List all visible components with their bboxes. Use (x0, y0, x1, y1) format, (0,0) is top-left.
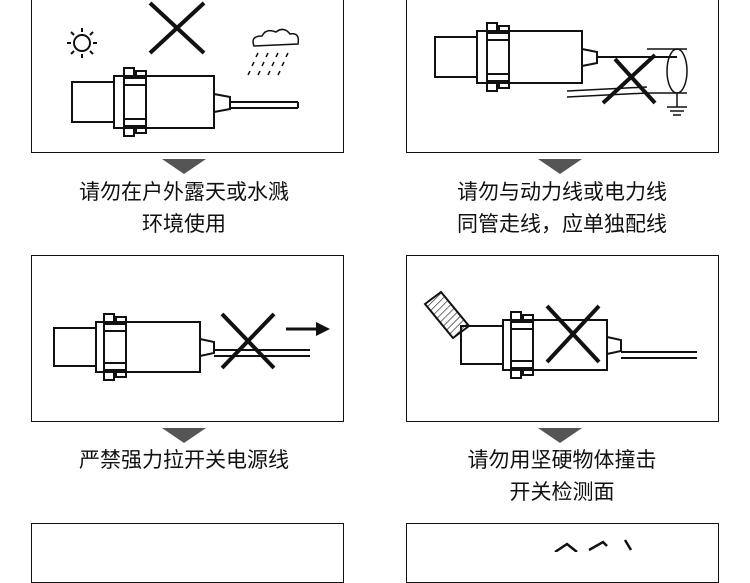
warning-caption-power-line: 请勿与动力线或电力线 同管走线，应单独配线 (457, 180, 667, 236)
prohibit-x-icon (613, 57, 657, 105)
down-arrow-icon (162, 428, 206, 443)
warning-panel-power-line (406, 0, 719, 153)
warning-caption-pull-cable: 严禁强力拉开关电源线 (79, 448, 289, 472)
power-cable-icon (566, 48, 688, 116)
sensor-impact-diagram (423, 290, 697, 379)
warning-panel-outdoor (31, 0, 344, 153)
warning-caption-outdoor: 请勿在户外露天或水溅 环境使用 (79, 180, 289, 236)
sensor-power-line-diagram (434, 22, 688, 116)
warning-panel-partial-left (31, 523, 344, 583)
down-arrow-icon (538, 428, 582, 443)
rain-cloud-icon (247, 28, 300, 76)
warning-panel-pull-cable (31, 255, 344, 422)
proximity-sensor-icon (71, 67, 299, 137)
hammer-block-icon (423, 290, 471, 340)
sensor-outdoor-diagram (67, 1, 300, 137)
sun-icon (67, 28, 97, 58)
partial-diagram (554, 539, 633, 552)
down-arrow-icon (538, 159, 582, 174)
warning-panel-partial-right (406, 523, 719, 583)
proximity-sensor-icon (460, 311, 697, 379)
proximity-sensor-icon (434, 22, 677, 92)
proximity-sensor-icon (53, 313, 310, 381)
warning-caption-impact: 请勿用坚硬物体撞击 开关检测面 (467, 448, 657, 504)
pull-arrow-icon (286, 322, 330, 336)
warning-panel-impact (406, 255, 719, 422)
down-arrow-icon (162, 159, 206, 174)
sensor-pull-cable-diagram (53, 312, 330, 381)
